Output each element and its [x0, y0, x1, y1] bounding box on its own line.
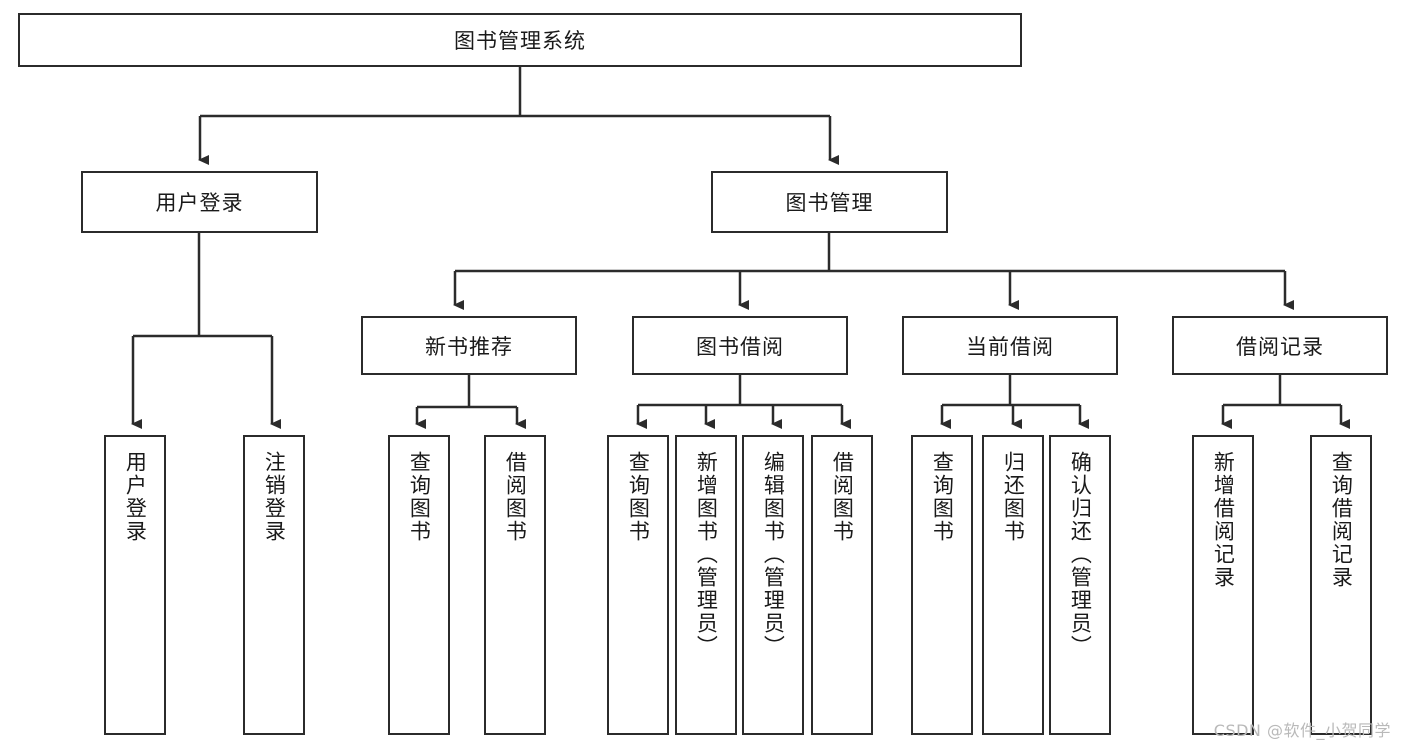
- leaf-新增借阅记录[interactable]: 新增借阅记录: [1192, 435, 1254, 735]
- node-label: 借阅记录: [1236, 334, 1324, 359]
- node-label: 编辑图书（管理员）: [761, 451, 786, 658]
- node-图书借阅[interactable]: 图书借阅: [632, 316, 848, 375]
- node-label: 查询图书: [407, 451, 432, 543]
- leaf-借阅图书-图书借阅[interactable]: 借阅图书: [811, 435, 873, 735]
- node-当前借阅[interactable]: 当前借阅: [902, 316, 1118, 375]
- node-label: 图书管理: [785, 191, 874, 215]
- node-label: 确认归还（管理员）: [1068, 451, 1093, 658]
- node-label: 新增借阅记录: [1211, 451, 1236, 589]
- node-图书管理[interactable]: 图书管理: [711, 171, 948, 233]
- node-借阅记录[interactable]: 借阅记录: [1172, 316, 1388, 375]
- leaf-查询借阅记录[interactable]: 查询借阅记录: [1310, 435, 1372, 735]
- node-label: 归还图书: [1001, 451, 1026, 543]
- leaf-用户登录[interactable]: 用户登录: [104, 435, 166, 735]
- node-label: 用户登录: [155, 191, 244, 215]
- leaf-新增图书-管理员[interactable]: 新增图书（管理员）: [675, 435, 737, 735]
- node-label: 新书推荐: [425, 334, 513, 359]
- node-label: 查询借阅记录: [1329, 451, 1354, 589]
- node-root-图书管理系统[interactable]: 图书管理系统: [18, 13, 1022, 67]
- node-label: 图书管理系统: [454, 29, 586, 53]
- leaf-归还图书[interactable]: 归还图书: [982, 435, 1044, 735]
- leaf-查询图书-新书推荐[interactable]: 查询图书: [388, 435, 450, 735]
- watermark-text: CSDN @软件_小贺同学: [1213, 721, 1391, 740]
- node-label: 查询图书: [626, 451, 651, 543]
- leaf-注销登录[interactable]: 注销登录: [243, 435, 305, 735]
- node-label: 当前借阅: [966, 334, 1054, 359]
- node-label: 新增图书（管理员）: [694, 451, 719, 658]
- leaf-确认归还-管理员[interactable]: 确认归还（管理员）: [1049, 435, 1111, 735]
- node-label: 借阅图书: [830, 451, 855, 543]
- node-新书推荐[interactable]: 新书推荐: [361, 316, 577, 375]
- node-label: 注销登录: [262, 451, 287, 543]
- node-label: 借阅图书: [503, 451, 528, 543]
- node-label: 查询图书: [930, 451, 955, 543]
- node-label: 图书借阅: [696, 334, 784, 359]
- node-用户登录[interactable]: 用户登录: [81, 171, 318, 233]
- leaf-查询图书-图书借阅[interactable]: 查询图书: [607, 435, 669, 735]
- leaf-编辑图书-管理员[interactable]: 编辑图书（管理员）: [742, 435, 804, 735]
- leaf-借阅图书-新书推荐[interactable]: 借阅图书: [484, 435, 546, 735]
- leaf-查询图书-当前借阅[interactable]: 查询图书: [911, 435, 973, 735]
- node-label: 用户登录: [123, 451, 148, 543]
